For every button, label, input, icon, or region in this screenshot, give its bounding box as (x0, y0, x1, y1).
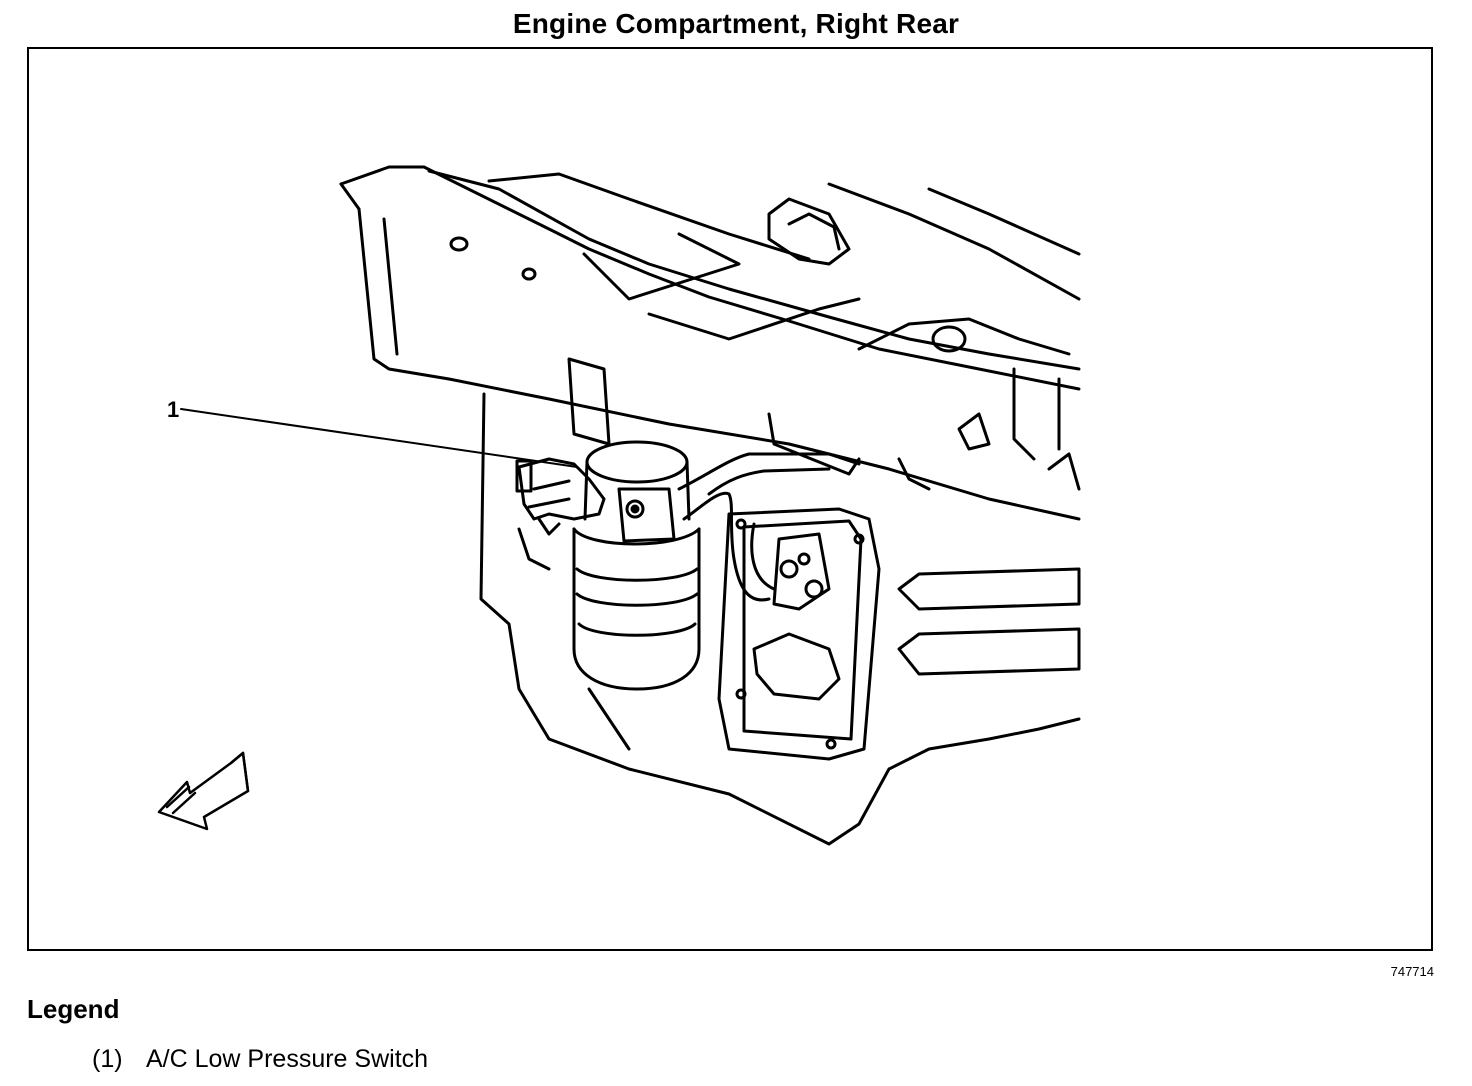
page-title: Engine Compartment, Right Rear (512, 8, 960, 39)
cowl-panel (339, 165, 1081, 521)
legend-item-text: A/C Low Pressure Switch (146, 1045, 429, 1073)
legend-heading: Legend (27, 994, 120, 1024)
forward-direction-arrow-icon (157, 751, 250, 831)
engine-compartment-illustration: 1 (157, 165, 1081, 846)
ac-low-pressure-switch (515, 457, 606, 536)
callout-number-1: 1 (167, 397, 179, 422)
refrigerant-hose (677, 452, 861, 602)
illustration-frame: 1 (27, 47, 1433, 951)
figure-id: 747714 (1390, 964, 1434, 979)
legend-item: (1) A/C Low Pressure Switch (92, 1045, 428, 1074)
accumulator (572, 440, 701, 691)
evaporator-fitting (717, 507, 881, 761)
callout-leader-1 (180, 408, 578, 468)
legend-item-number: (1) (92, 1045, 123, 1073)
firewall-panel (479, 357, 1081, 846)
